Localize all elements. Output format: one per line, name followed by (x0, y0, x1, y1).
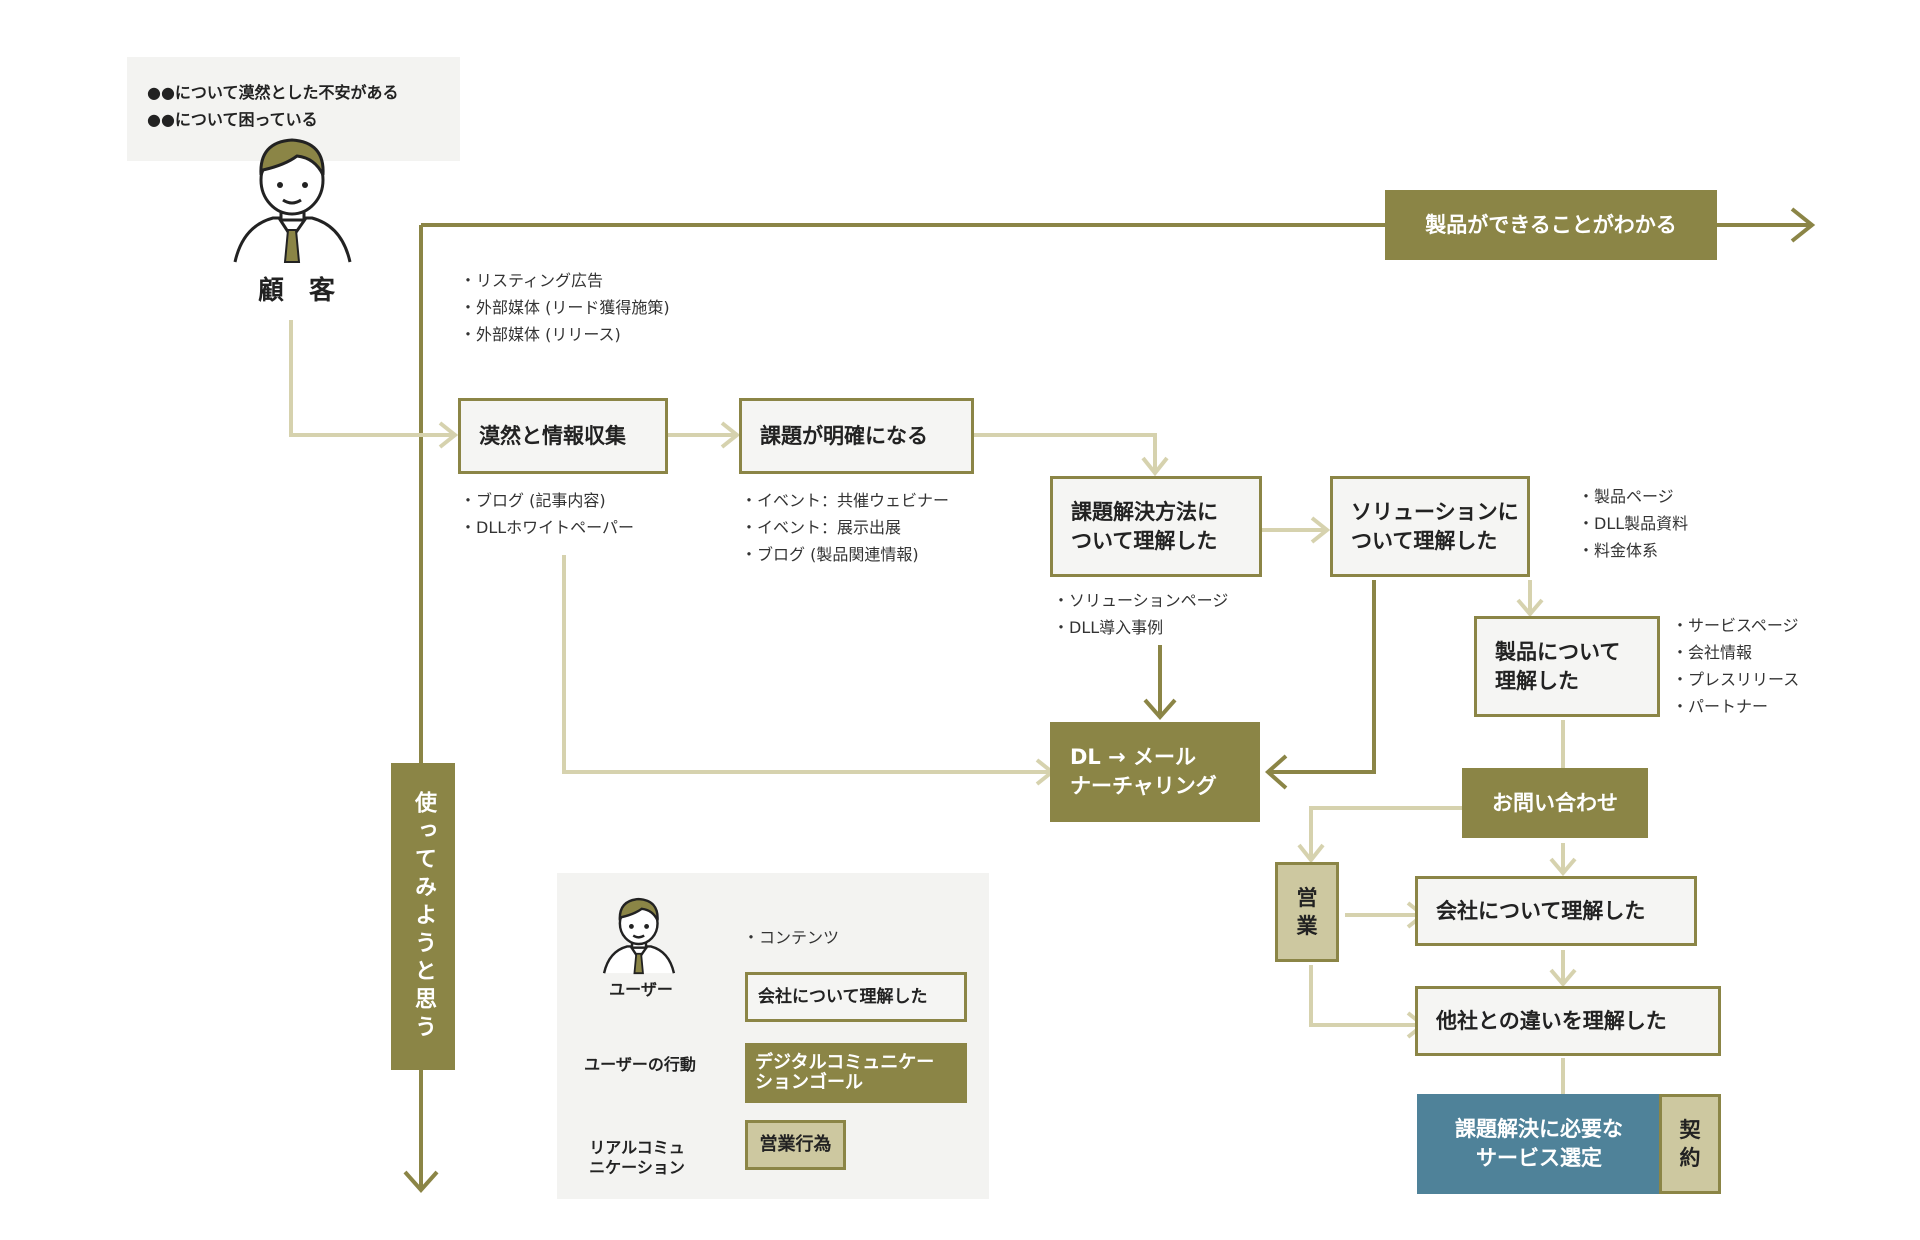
content-item: ・製品ページ (1578, 487, 1674, 506)
legend-goal-example: デジタルコミュニケー ションゴール (745, 1043, 967, 1103)
content-item: ・プレスリリース (1672, 670, 1800, 689)
content-item: ・ブログ (製品関連情報) (741, 545, 919, 564)
step-company-understood: 会社について理解した (1415, 876, 1697, 946)
content-item: ・料金体系 (1578, 541, 1659, 560)
step-solution-understood: ソリューションに ついて理解した (1330, 476, 1530, 577)
sales-to-diff-line (1309, 965, 1423, 1027)
blog-content-list: ・ブログ (記事内容) ・DLLホワイトペーパー (460, 487, 634, 541)
legend-goal-example-label: デジタルコミュニケー ションゴール (755, 1052, 935, 1093)
legend-user-icon (602, 897, 676, 975)
service-content-list: ・サービスページ ・会社情報 ・プレスリリース ・パートナー (1672, 612, 1799, 720)
content-item: ・イベント：展示出展 (741, 518, 902, 537)
legend-content-label: ・コンテンツ (743, 928, 840, 947)
content-item: ・DLL製品資料 (1578, 514, 1689, 533)
legend-step-example: 会社について理解した (745, 972, 967, 1022)
product-capability-goal: 製品ができることがわかる (1385, 190, 1717, 260)
inquiry-to-sales-line (1309, 806, 1475, 860)
thought-line: ●●について漠然とした不安がある (147, 83, 399, 102)
try-it-bar: 使ってみようと思う (391, 763, 455, 1070)
step-info-gathering: 漠然と情報収集 (458, 398, 668, 474)
dl-nurturing-label: DL → メール ナーチャリング (1070, 745, 1217, 798)
product-capability-goal-label: 製品ができることがわかる (1425, 212, 1677, 237)
legend-user-action-label: ユーザーの行動 (584, 1055, 696, 1074)
businessman-icon (233, 138, 352, 263)
final-label: 課題解決に必要な サービス選定 (1455, 1117, 1623, 1170)
customer-label: 顧 客 (258, 276, 344, 306)
try-path-arrowhead (403, 1170, 439, 1194)
step-issue-clear: 課題が明確になる (739, 398, 974, 474)
content-item: ・ブログ (記事内容) (460, 491, 606, 510)
step-label: ソリューションに ついて理解した (1351, 499, 1519, 553)
info-to-issue-arrow (720, 421, 741, 449)
inquiry-goal: お問い合わせ (1462, 768, 1648, 838)
content-item: ・サービスページ (1672, 616, 1799, 635)
legend-step-example-label: 会社について理解した (758, 986, 928, 1007)
customer-to-info-line (289, 320, 455, 437)
content-item: ・ソリューションページ (1053, 591, 1229, 610)
inquiry-to-company-arrow (1549, 857, 1577, 877)
step-label: 製品について 理解した (1495, 639, 1621, 693)
contract-label: 契 約 (1679, 1118, 1701, 1170)
step-label: 課題解決方法に ついて理解した (1071, 499, 1218, 553)
content-item: ・DLL導入事例 (1053, 618, 1164, 637)
dl-nurturing-goal: DL → メール ナーチャリング (1050, 722, 1260, 822)
legend-sales-example-label: 営業行為 (759, 1134, 832, 1155)
legend-real-comm-label: リアルコミュ ニケーション (589, 1138, 685, 1177)
step-label: 課題が明確になる (760, 423, 928, 448)
content-item: ・会社情報 (1672, 643, 1753, 662)
solution-to-product-arrow (1516, 598, 1544, 618)
contract-action: 契 約 (1659, 1094, 1721, 1194)
solution-to-dl-arrow (1264, 754, 1288, 790)
method-to-solution-arrow (1310, 516, 1331, 544)
thought-line: ●●について困っている (147, 110, 318, 129)
legend-user-label: ユーザー (609, 980, 673, 999)
content-item: ・DLLホワイトペーパー (460, 518, 634, 537)
issue-to-method-arrow (1141, 456, 1169, 477)
product-content-list: ・製品ページ ・DLL製品資料 ・料金体系 (1578, 483, 1688, 564)
solution-content-list: ・ソリューションページ ・DLL導入事例 (1053, 587, 1228, 641)
ads-content-list: ・リスティング広告 ・外部媒体 (リード獲得施策) ・外部媒体 (リリース) (460, 267, 670, 348)
inquiry-to-sales-arrow (1297, 843, 1325, 864)
step-label: 漠然と情報収集 (479, 423, 626, 448)
sales-label: 営 業 (1296, 886, 1318, 938)
service-selection-final: 課題解決に必要な サービス選定 (1417, 1094, 1661, 1194)
content-item: ・パートナー (1672, 697, 1769, 716)
blog-to-dl-line (562, 555, 1052, 774)
event-content-list: ・イベント：共催ウェビナー ・イベント：展示出展 ・ブログ (製品関連情報) (741, 487, 949, 568)
legend-sales-example: 営業行為 (745, 1120, 846, 1170)
content-item: ・イベント：共催ウェビナー (741, 491, 950, 510)
step-solution-method: 課題解決方法に ついて理解した (1050, 476, 1262, 577)
inquiry-label: お問い合わせ (1492, 790, 1618, 815)
top-path-arrowhead (1790, 207, 1816, 243)
sales-action: 営 業 (1275, 862, 1339, 962)
issue-to-method-line (970, 433, 1157, 473)
step-product-understood: 製品について 理解した (1474, 616, 1660, 717)
step-difference-understood: 他社との違いを理解した (1415, 986, 1721, 1056)
step-label: 会社について理解した (1436, 898, 1646, 923)
try-it-label: 使ってみようと思う (411, 790, 436, 1043)
company-to-diff-arrow (1549, 968, 1577, 988)
content-item: ・外部媒体 (リード獲得施策) (460, 298, 670, 317)
solution-to-dl-line (1268, 580, 1376, 774)
step-label: 他社との違いを理解した (1436, 1008, 1667, 1033)
method-to-dl-arrow (1143, 698, 1177, 721)
content-item: ・リスティング広告 (460, 271, 604, 290)
content-item: ・外部媒体 (リリース) (460, 325, 621, 344)
customer-to-info-arrow (438, 421, 459, 449)
